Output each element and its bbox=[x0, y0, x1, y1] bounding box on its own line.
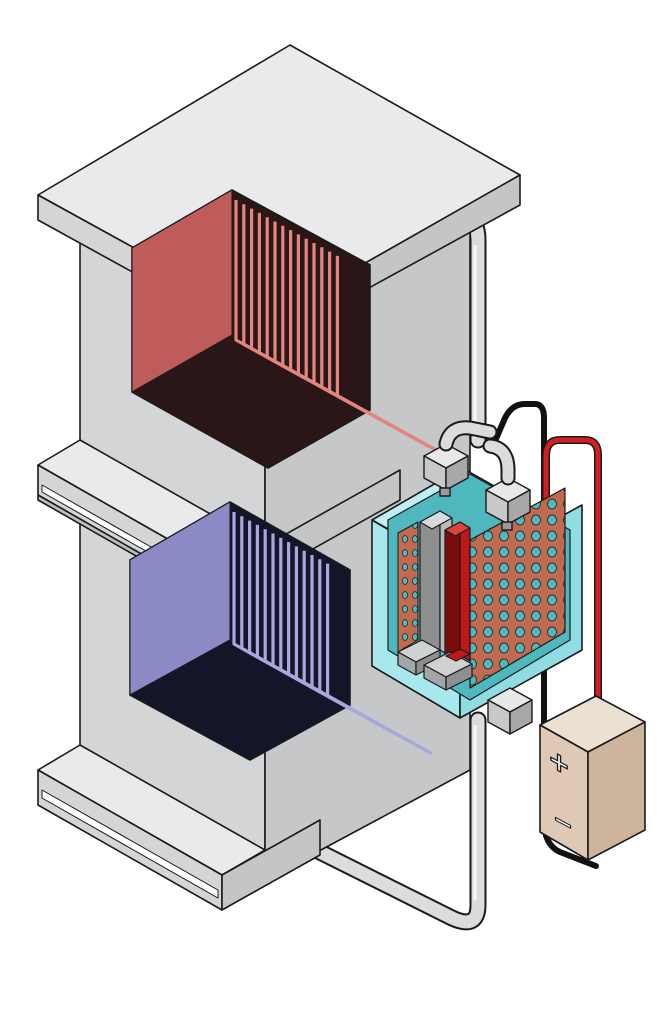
building bbox=[37, 44, 521, 911]
battery: + − bbox=[539, 695, 646, 861]
bottom-slab bbox=[37, 744, 321, 911]
cold-room bbox=[129, 501, 433, 761]
wiring bbox=[489, 401, 602, 869]
inlet-valve bbox=[423, 420, 498, 497]
fin bbox=[335, 255, 459, 464]
outlet-valve bbox=[482, 438, 531, 531]
hot-heat-exchanger-fins bbox=[234, 200, 459, 464]
return-valve bbox=[487, 687, 533, 735]
minus-sign-icon: − bbox=[553, 803, 573, 842]
battery-side bbox=[587, 721, 646, 861]
black-wire bbox=[489, 401, 599, 869]
storage-tank bbox=[371, 420, 583, 735]
cold-heat-exchanger-fins bbox=[232, 512, 433, 755]
electrode-bases bbox=[397, 639, 473, 691]
plus-sign-icon: + bbox=[548, 741, 570, 783]
hot-room bbox=[131, 189, 459, 469]
perforated-side-plate bbox=[397, 521, 419, 653]
fin bbox=[326, 563, 433, 755]
red-electrode bbox=[444, 521, 471, 664]
